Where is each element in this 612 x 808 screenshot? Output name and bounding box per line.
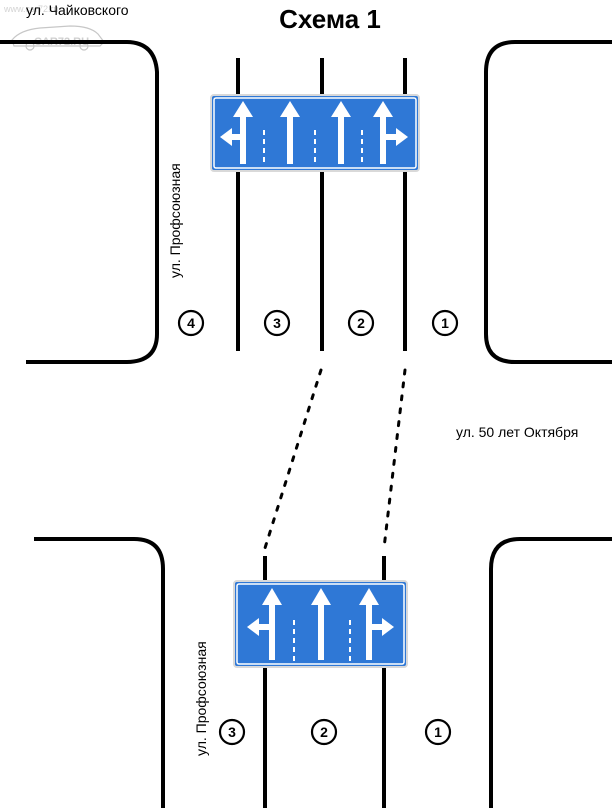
diagram-title: Схема 1 [279,4,381,34]
upper-curbs [0,40,612,364]
lane-number-badge: 1 [424,718,452,746]
arrow-straight-right-icon [359,588,394,660]
dotted-connector-right [382,368,407,550]
arrow-straight-icon [280,101,300,164]
street-label-50-let-oktyabrya: ул. 50 лет Октября [456,424,578,440]
arrow-left-straight-icon [247,588,282,660]
sign-border [236,583,405,665]
lane-number-badge: 3 [263,309,291,337]
curb-upper-right [484,40,612,364]
dotted-connector-left [263,368,323,550]
dotted-connectors [263,368,407,550]
arrow-straight-icon [311,588,331,660]
street-label-chaikovskogo: ул. Чайковского [26,2,129,18]
street-label-profsoyuznaya-upper: ул. Профсоюзная [167,163,183,278]
lane-number-badge: 2 [347,309,375,337]
lower-lane-numbers: 3 2 1 [218,718,452,746]
upper-lane-lines [236,58,407,351]
lane-direction-sign-upper [210,94,420,172]
lane-direction-sign-lower [233,580,408,668]
curb-lower-left [34,537,165,808]
street-label-profsoyuznaya-lower: ул. Профсоюзная [193,641,209,756]
lane-number: 1 [434,724,442,740]
lower-lane-lines [263,556,386,808]
curb-lower-right [489,537,612,808]
lane-number: 1 [441,315,449,331]
car-outline-icon [11,25,105,47]
lane-number: 3 [273,315,281,331]
arrow-straight-right-icon [373,101,408,164]
watermark-site: www.car72.ru [3,4,59,14]
lower-curbs [34,537,612,808]
lane-number: 2 [357,315,365,331]
upper-lane-numbers: 4 3 2 1 [177,309,459,337]
lane-number-badge: 3 [218,718,246,746]
lane-number-badge: 4 [177,309,205,337]
lane-number-badge: 2 [310,718,338,746]
sign-border [213,97,417,169]
curb-upper-left [0,40,159,364]
lane-number: 3 [228,724,236,740]
arrow-left-straight-icon [220,101,253,164]
lane-number: 4 [187,315,195,331]
lane-number-badge: 1 [431,309,459,337]
lane-number: 2 [320,724,328,740]
arrow-straight-icon [331,101,351,164]
